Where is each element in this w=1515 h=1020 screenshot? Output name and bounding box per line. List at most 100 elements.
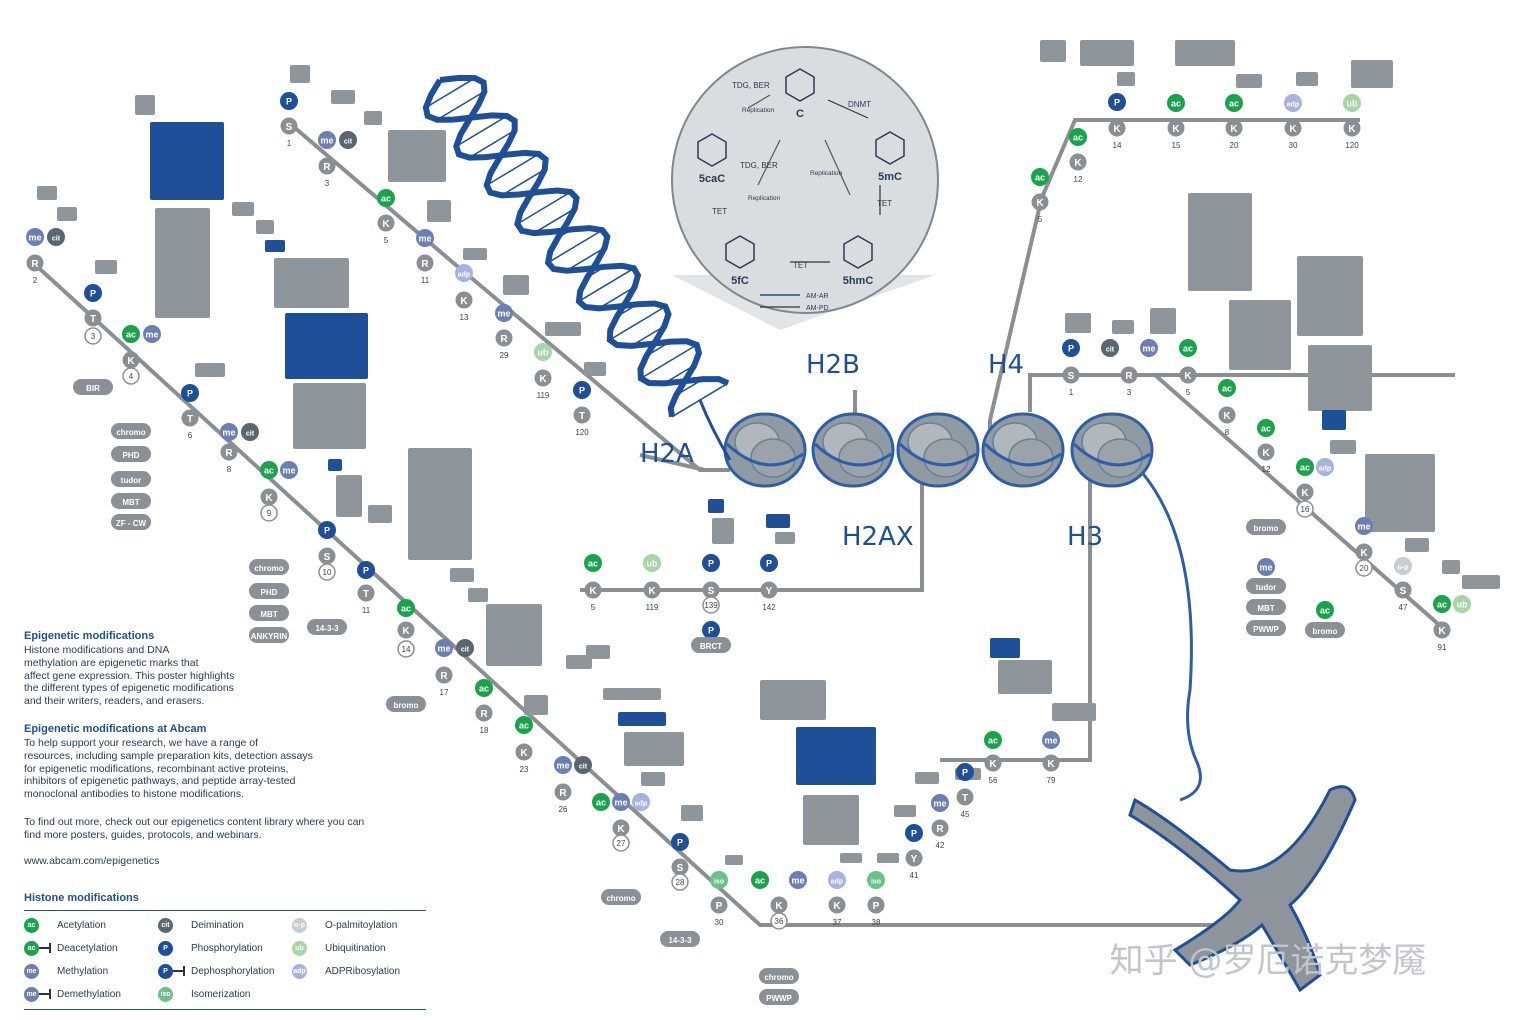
histone-tail-strand — [639, 453, 706, 472]
mod-label: me — [437, 644, 450, 654]
histone-label-h2a: H2A — [640, 439, 694, 469]
residue-letter: K — [617, 824, 625, 835]
mod-label: ac — [596, 798, 606, 808]
residue-number: 1 — [287, 139, 292, 148]
legend-chip: ub — [292, 940, 307, 956]
residue-letter: K — [382, 219, 390, 230]
nucleotide-label: 5mC — [878, 171, 902, 183]
residue-position-ring: 9 — [260, 504, 278, 522]
enzyme-label: TDG, BER — [740, 161, 778, 170]
residue-number: 119 — [646, 603, 659, 612]
reader-label: bromo — [394, 701, 419, 710]
residue-letter: T — [962, 793, 968, 804]
info-line: inhibitors of epigenetic pathways, and p… — [24, 775, 296, 788]
nucleotide-5mc: 5mC — [875, 131, 905, 183]
reader-label: chromo — [606, 894, 635, 903]
mod-label: P — [324, 526, 330, 536]
mod-label: iso — [714, 879, 724, 886]
enzyme-box — [364, 111, 382, 125]
residue-position-ring: 28 — [671, 873, 689, 891]
residue-letter: K — [127, 356, 135, 367]
legend-chip: ac — [24, 917, 39, 933]
reader-mbt: MBT — [249, 605, 289, 621]
residue-position-ring: 20 — [1355, 559, 1373, 577]
residue-letter: R — [480, 709, 488, 720]
enzyme-box — [1236, 74, 1262, 88]
reader-label: 14-3-3 — [668, 936, 692, 945]
enzyme-box — [524, 695, 548, 715]
mod-label: ac — [1261, 424, 1271, 434]
enzyme-label: DNMT — [848, 100, 871, 109]
mod-label: me — [1259, 563, 1272, 573]
residue-letter: K — [833, 901, 841, 912]
mod-ac: ac — [1296, 458, 1314, 476]
mod-adp: adp — [632, 793, 650, 811]
histone-label-h2b: H2B — [806, 350, 860, 380]
residue-arms.h2a_n.residues.22: K56 — [984, 754, 1002, 785]
reader-tudor: tudor — [111, 471, 151, 487]
residue-letter: Y — [911, 854, 918, 865]
residue-number: 13 — [460, 313, 469, 322]
residue-arms.h2a_n.residues.23: K79 — [1042, 754, 1060, 785]
mod-p: P — [280, 92, 298, 110]
mod-ac: ac — [515, 716, 533, 734]
enzyme-box — [681, 805, 703, 821]
replication-label: Replication — [742, 107, 775, 114]
mod-label: ac — [1437, 600, 1447, 610]
enzyme-box — [1308, 345, 1372, 411]
residue-letter: K — [460, 296, 468, 307]
nucleosome — [723, 412, 807, 488]
legend-chip: cit — [158, 917, 173, 933]
legend-chip: ac — [24, 940, 39, 956]
info-block-more: To find out more, check out our epigenet… — [24, 816, 424, 867]
info-url[interactable]: www.abcam.com/epigenetics — [24, 854, 160, 867]
enzyme-box — [37, 186, 57, 200]
residue-number: 12 — [1262, 465, 1271, 474]
residue-number: 47 — [1399, 603, 1408, 612]
enzyme-box — [331, 90, 355, 104]
mod-me: me — [1355, 517, 1373, 535]
histone-tail-strand — [988, 204, 1042, 440]
mod-me: me — [143, 325, 161, 343]
info-line: the different types of epigenetic modifi… — [24, 682, 234, 695]
info-title-abcam: Epigenetic modifications at Abcam — [24, 723, 207, 735]
reader-tudor: tudor — [1246, 578, 1286, 594]
replication-label: Replication — [748, 195, 781, 202]
enzyme-box — [274, 258, 349, 308]
residue-number: 14 — [1113, 141, 1122, 150]
mod-label: ac — [1183, 344, 1193, 354]
mod-ac: ac — [1218, 379, 1236, 397]
mod-label: iso — [871, 879, 881, 886]
mod-label: ac — [381, 194, 391, 204]
mod-adp: adp — [1316, 458, 1334, 476]
residue-position-ring: 139 — [702, 596, 720, 614]
mod-p: P — [956, 763, 974, 781]
reader-label: PHD — [261, 588, 278, 597]
reader-label: chromo — [764, 973, 793, 982]
mod-label: cit — [246, 431, 255, 438]
residue-number: 5 — [384, 236, 389, 245]
enzyme-box — [998, 660, 1052, 694]
enzyme-box — [760, 680, 826, 720]
replication-label: Replication — [810, 170, 843, 177]
residue-number: 15 — [1172, 141, 1181, 150]
residue-letter: S — [708, 586, 715, 597]
mod-label: ac — [588, 559, 598, 569]
residue-arms.h2a_n.residues.15: P30 — [710, 896, 728, 927]
mod-me: me — [495, 304, 513, 322]
enzyme-box — [408, 448, 472, 560]
legend-active: AM-AR — [806, 293, 829, 300]
mod-cit: cit — [456, 639, 474, 657]
enzyme-box — [877, 853, 899, 863]
info-line: and their writers, readers, and erasers. — [24, 695, 205, 708]
enzyme-label: TDG, BER — [732, 81, 770, 90]
mod-me: me — [220, 423, 238, 441]
mod-ac: ac — [1433, 595, 1451, 613]
enzyme-box — [1040, 40, 1066, 62]
reader-label: 14-3-3 — [315, 624, 339, 633]
residue-arms.h2a_n.residues.14: S — [671, 858, 689, 876]
reader-phd: PHD — [249, 583, 289, 599]
